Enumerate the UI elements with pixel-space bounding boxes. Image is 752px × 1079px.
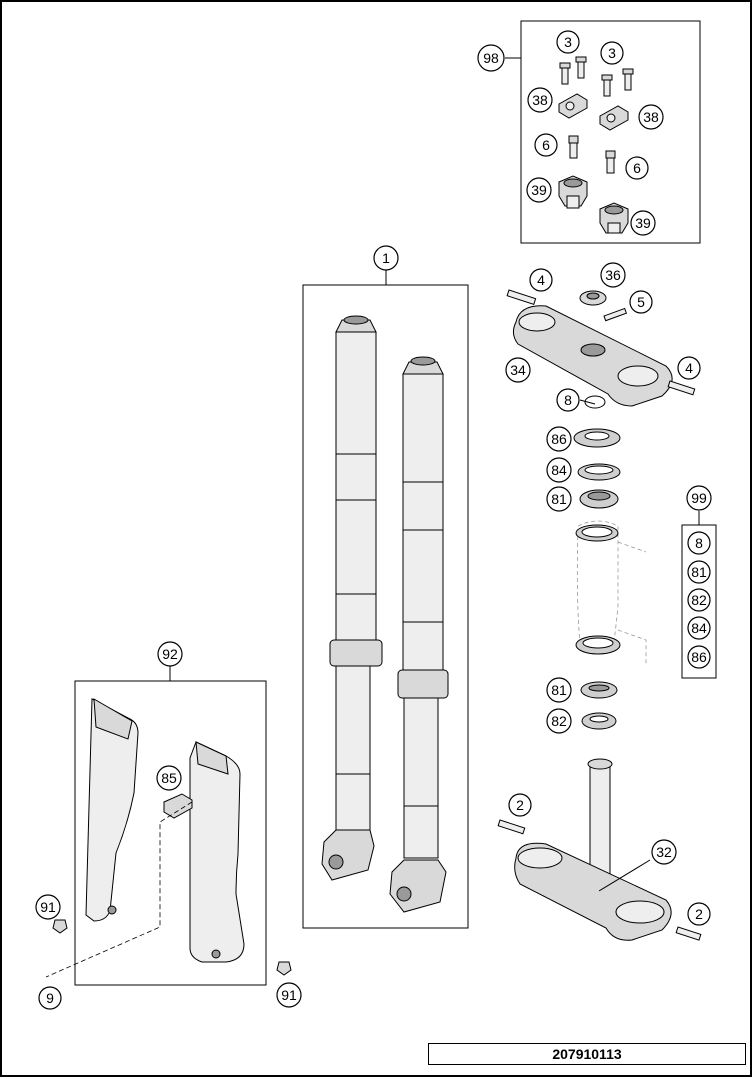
callout-32: 32 <box>651 839 677 865</box>
leader-lines <box>169 57 700 892</box>
kit-99-item-84: 84 <box>687 616 711 640</box>
svg-text:81: 81 <box>691 564 707 580</box>
callout-3a: 3 <box>556 30 580 54</box>
svg-text:38: 38 <box>643 109 659 125</box>
svg-text:86: 86 <box>691 649 707 665</box>
svg-text:84: 84 <box>691 620 707 636</box>
callout-38b: 38 <box>638 104 664 130</box>
callout-81b: 81 <box>546 677 572 703</box>
callout-84: 84 <box>546 457 572 483</box>
kit-98-parts <box>558 56 634 234</box>
callout-9: 9 <box>38 986 62 1010</box>
svg-text:3: 3 <box>608 45 616 61</box>
svg-text:9: 9 <box>46 990 54 1006</box>
svg-text:2: 2 <box>516 797 524 813</box>
svg-text:81: 81 <box>551 491 567 507</box>
svg-text:5: 5 <box>637 294 645 310</box>
svg-text:92: 92 <box>162 646 178 662</box>
kit-99-item-81: 81 <box>687 560 711 584</box>
svg-text:81: 81 <box>551 682 567 698</box>
svg-text:8: 8 <box>695 535 703 551</box>
svg-text:99: 99 <box>691 490 707 506</box>
callout-4a: 4 <box>529 268 553 292</box>
svg-text:39: 39 <box>635 215 651 231</box>
callout-36: 36 <box>600 262 626 288</box>
svg-text:85: 85 <box>161 770 177 786</box>
steering-bearings <box>573 428 647 730</box>
svg-text:82: 82 <box>551 713 567 729</box>
svg-text:84: 84 <box>551 462 567 478</box>
callout-3b: 3 <box>600 41 624 65</box>
o-ring <box>584 395 606 409</box>
svg-text:4: 4 <box>537 272 545 288</box>
svg-text:32: 32 <box>656 844 672 860</box>
fork-leg-left <box>321 315 383 881</box>
svg-text:6: 6 <box>633 160 641 176</box>
callout-34: 34 <box>505 357 531 383</box>
fork-leg-right <box>389 356 449 913</box>
kit-98-box <box>520 20 701 244</box>
callout-81a: 81 <box>546 486 572 512</box>
callout-6a: 6 <box>534 133 558 157</box>
callout-1: 1 <box>373 245 399 271</box>
svg-text:4: 4 <box>685 360 693 376</box>
svg-text:38: 38 <box>532 92 548 108</box>
assembly-guide-line <box>45 801 193 978</box>
svg-text:36: 36 <box>605 267 621 283</box>
callout-39a: 39 <box>526 177 552 203</box>
upper-triple-clamp <box>506 289 696 407</box>
svg-text:1: 1 <box>382 250 390 266</box>
fork-protectors <box>52 698 292 976</box>
drawing-number: 207910113 <box>428 1043 746 1065</box>
callout-99: 99 <box>686 485 712 511</box>
callout-85: 85 <box>156 765 182 791</box>
svg-text:91: 91 <box>281 987 297 1003</box>
svg-text:2: 2 <box>695 906 703 922</box>
callout-82: 82 <box>546 708 572 734</box>
svg-text:82: 82 <box>691 592 707 608</box>
callout-98: 98 <box>477 44 505 72</box>
kit-99-item-86: 86 <box>687 645 711 669</box>
svg-text:86: 86 <box>551 431 567 447</box>
callout-4b: 4 <box>677 356 701 380</box>
svg-text:98: 98 <box>483 50 499 66</box>
svg-text:34: 34 <box>510 362 526 378</box>
callout-86: 86 <box>546 426 572 452</box>
svg-text:91: 91 <box>40 899 56 915</box>
svg-text:8: 8 <box>564 392 572 408</box>
callout-6b: 6 <box>625 156 649 180</box>
kit-99-item-8: 8 <box>687 531 711 555</box>
kit-99-item-82: 82 <box>687 588 711 612</box>
callout-5: 5 <box>629 290 653 314</box>
callout-91a: 91 <box>35 894 61 920</box>
svg-text:39: 39 <box>531 182 547 198</box>
svg-text:3: 3 <box>564 34 572 50</box>
callout-2b: 2 <box>687 902 711 926</box>
callout-8: 8 <box>556 388 580 412</box>
callout-39b: 39 <box>630 210 656 236</box>
callout-91b: 91 <box>276 982 302 1008</box>
svg-text:6: 6 <box>542 137 550 153</box>
callout-92: 92 <box>157 641 183 667</box>
callout-2a: 2 <box>508 793 532 817</box>
callout-38a: 38 <box>527 87 553 113</box>
